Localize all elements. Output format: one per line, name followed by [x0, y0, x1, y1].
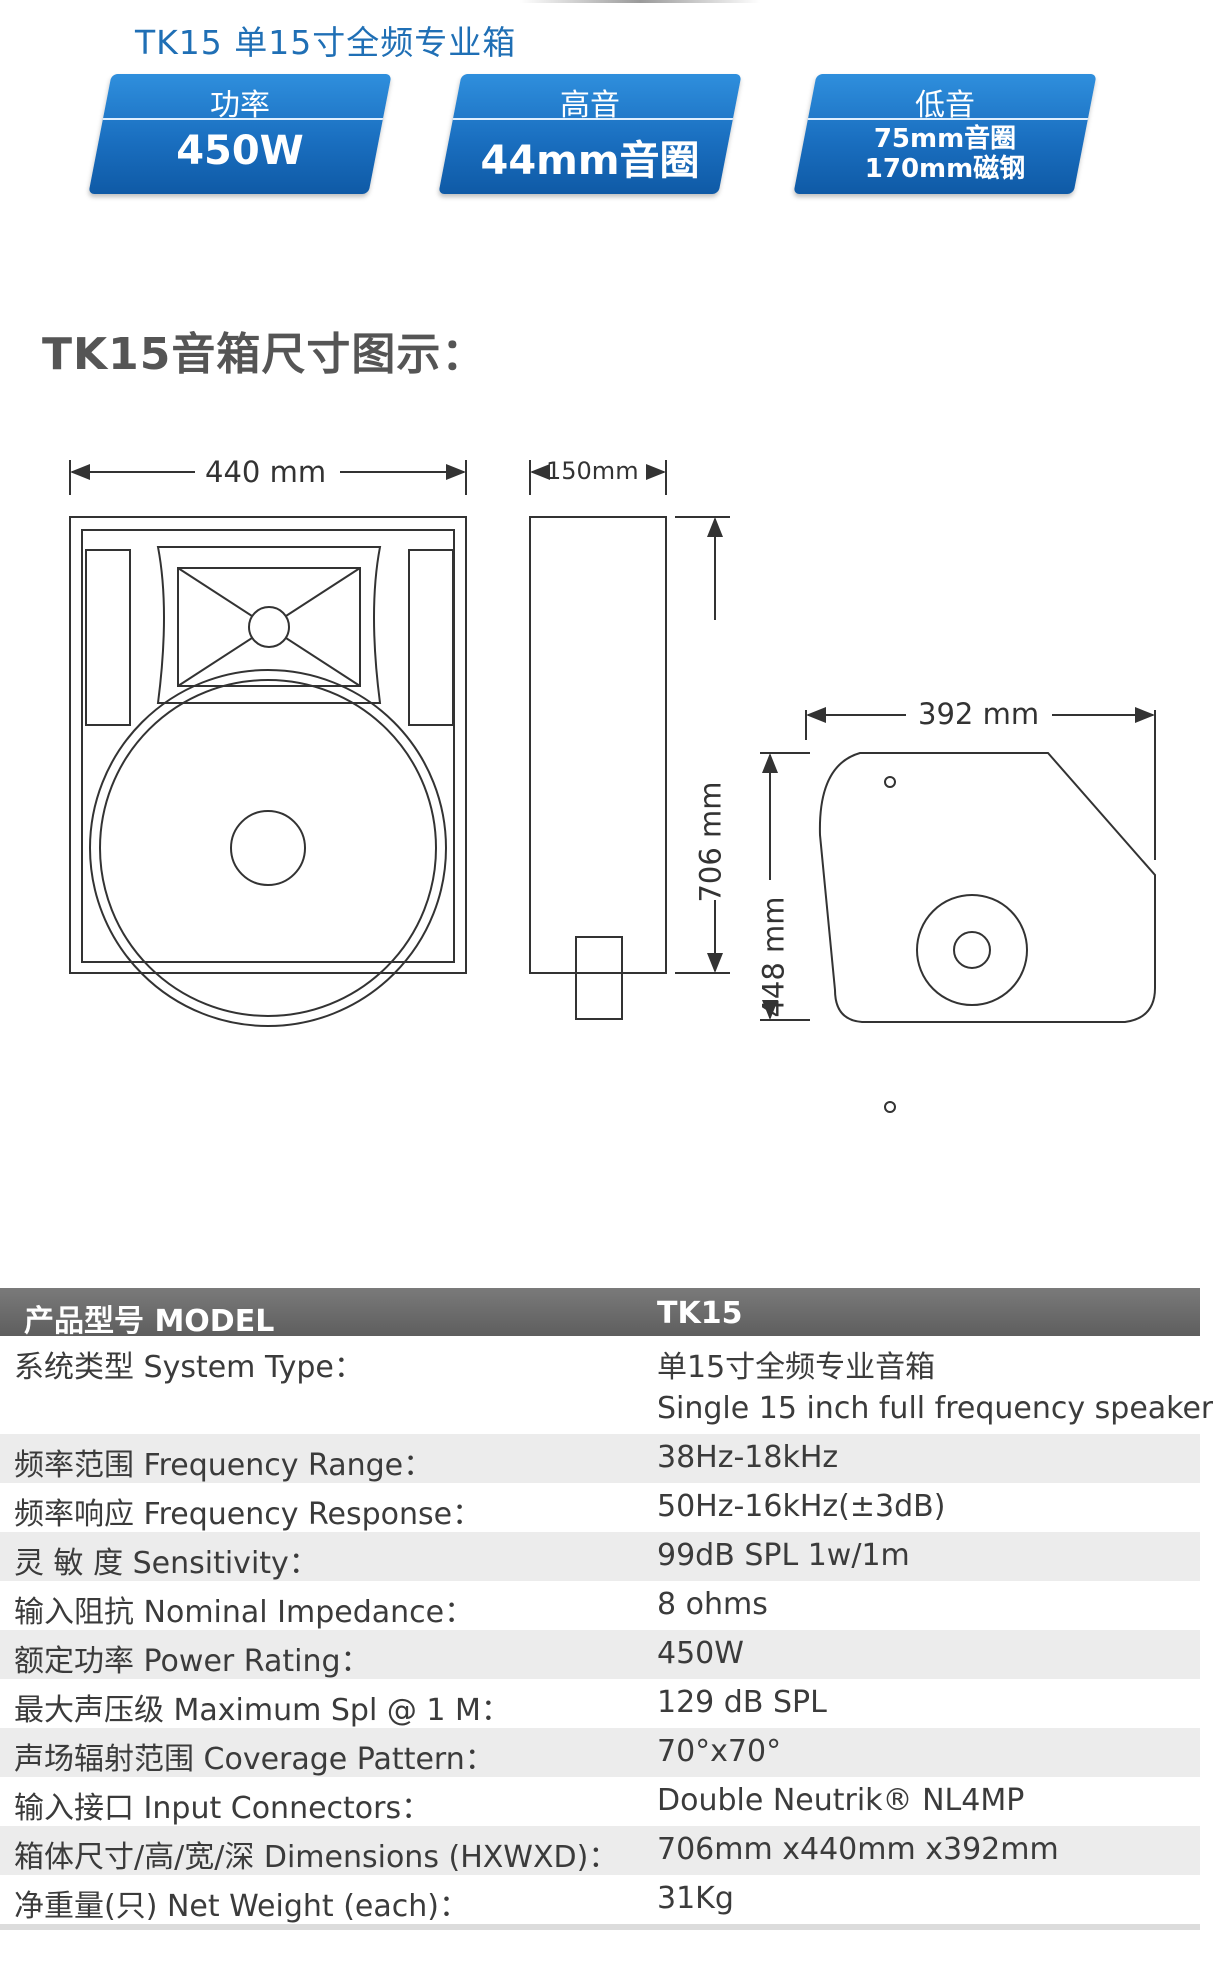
spec-value: 50Hz-16kHz(±3dB): [657, 1489, 946, 1524]
side-handle-slot: [575, 936, 623, 1020]
spec-row: 声场辐射范围 Coverage Pattern： 70°x70°: [0, 1728, 1200, 1777]
spec-row: 系统类型 System Type： 单15寸全频专业音箱: [0, 1336, 1200, 1385]
badge-power: 功率 450W: [88, 74, 392, 194]
spec-row: 输入接口 Input Connectors： Double Neutrik® N…: [0, 1777, 1200, 1826]
badge-power-value: 450W: [176, 128, 304, 174]
spec-label: 输入阻抗 Nominal Impedance：: [14, 1595, 475, 1630]
spec-row: 灵 敏 度 Sensitivity： 99dB SPL 1w/1m: [0, 1532, 1200, 1581]
spec-header-label: 产品型号 MODEL: [24, 1304, 275, 1339]
badge-tweeter-label: 高音: [560, 88, 620, 123]
spec-value: 单15寸全频专业音箱: [657, 1350, 936, 1385]
woofer-frame-outer: [89, 669, 447, 1027]
top-view-screw: [884, 1101, 896, 1113]
dim-label-top-depth: 392 mm: [918, 697, 1040, 731]
spec-label: 箱体尺寸/高/宽/深 Dimensions (HXWXD)：: [14, 1840, 619, 1875]
dim-label-width: 440 mm: [205, 455, 327, 489]
spec-row: 频率范围 Frequency Range： 38Hz-18kHz: [0, 1434, 1200, 1483]
spec-value: 8 ohms: [657, 1587, 768, 1622]
spec-row: 最大声压级 Maximum Spl @ 1 M： 129 dB SPL: [0, 1679, 1200, 1728]
spec-value: 129 dB SPL: [657, 1685, 827, 1720]
spec-row: 频率响应 Frequency Response： 50Hz-16kHz(±3dB…: [0, 1483, 1200, 1532]
spec-label: 输入接口 Input Connectors：: [14, 1791, 432, 1826]
spec-value: 31Kg: [657, 1881, 734, 1916]
spec-row: 净重量(只) Net Weight (each)： 31Kg: [0, 1875, 1200, 1924]
badge-woofer-label: 低音: [915, 88, 975, 123]
dim-label-height: 706 mm: [693, 781, 728, 903]
horn-flange: [156, 546, 382, 704]
spec-value: Double Neutrik® NL4MP: [657, 1783, 1025, 1818]
spec-value: 99dB SPL 1w/1m: [657, 1538, 910, 1573]
product-title: TK15 单15寸全频专业箱: [135, 23, 517, 62]
spec-table-header: 产品型号 MODEL TK15: [0, 1288, 1200, 1339]
top-view-connector: [953, 931, 991, 969]
front-cabinet: [69, 516, 467, 974]
dim-label-top-height: 448 mm: [756, 896, 791, 1018]
spec-label: 频率响应 Frequency Response：: [14, 1497, 483, 1532]
spec-value: 70°x70°: [657, 1734, 782, 1769]
spec-label: 频率范围 Frequency Range：: [14, 1448, 434, 1483]
spec-value: Single 15 inch full frequency speaker: [657, 1391, 1213, 1426]
spec-table: 产品型号 MODEL TK15 系统类型 System Type： 单15寸全频…: [0, 1288, 1213, 1930]
spec-label: 声场辐射范围 Coverage Pattern：: [14, 1742, 495, 1777]
dimension-drawing: [69, 460, 667, 1027]
spec-row: 箱体尺寸/高/宽/深 Dimensions (HXWXD)： 706mm x44…: [0, 1826, 1200, 1875]
badge-woofer-value-line2: 170mm磁钢: [864, 154, 1026, 184]
dim-label-depth: 150mm: [546, 457, 639, 485]
woofer-dust-cap: [230, 810, 306, 886]
speaker-drawing: [575, 516, 1156, 1113]
side-cabinet: [529, 516, 667, 974]
spec-table-bottom-border: [0, 1924, 1200, 1930]
spec-row: 输入阻抗 Nominal Impedance： 8 ohms: [0, 1581, 1200, 1630]
spec-row: Single 15 inch full frequency speaker: [0, 1385, 1213, 1434]
spec-label: 系统类型 System Type：: [14, 1350, 364, 1385]
top-view-screw: [884, 776, 896, 788]
badge-power-label: 功率: [210, 88, 270, 123]
top-view-outline: [818, 752, 1156, 1023]
spec-label: 净重量(只) Net Weight (each)：: [14, 1889, 469, 1924]
spec-value: 706mm x440mm x392mm: [657, 1832, 1059, 1867]
spec-value: 450W: [657, 1636, 744, 1671]
horn-throat: [248, 606, 290, 648]
front-port-right: [408, 549, 454, 726]
top-divider-line: [520, 0, 760, 3]
spec-value: 38Hz-18kHz: [657, 1440, 839, 1475]
spec-label: 最大声压级 Maximum Spl @ 1 M：: [14, 1693, 511, 1728]
horn-mouth: [177, 567, 361, 687]
top-view-connector-plate: [916, 894, 1028, 1006]
badge-woofer: 低音 75mm音圈 170mm磁钢: [793, 74, 1097, 194]
spec-row: 额定功率 Power Rating： 450W: [0, 1630, 1200, 1679]
spec-label: 额定功率 Power Rating：: [14, 1644, 371, 1679]
front-baffle: [81, 529, 455, 963]
spec-header-value: TK15: [657, 1296, 743, 1331]
badge-woofer-value-line1: 75mm音圈: [873, 124, 1017, 154]
badge-tweeter: 高音 44mm音圈: [438, 74, 742, 194]
woofer-frame-inner: [99, 679, 437, 1017]
badge-tweeter-value: 44mm音圈: [480, 138, 700, 184]
front-port-left: [85, 549, 131, 726]
spec-label: 灵 敏 度 Sensitivity：: [14, 1546, 319, 1581]
section-title: TK15音箱尺寸图示：: [42, 329, 487, 380]
